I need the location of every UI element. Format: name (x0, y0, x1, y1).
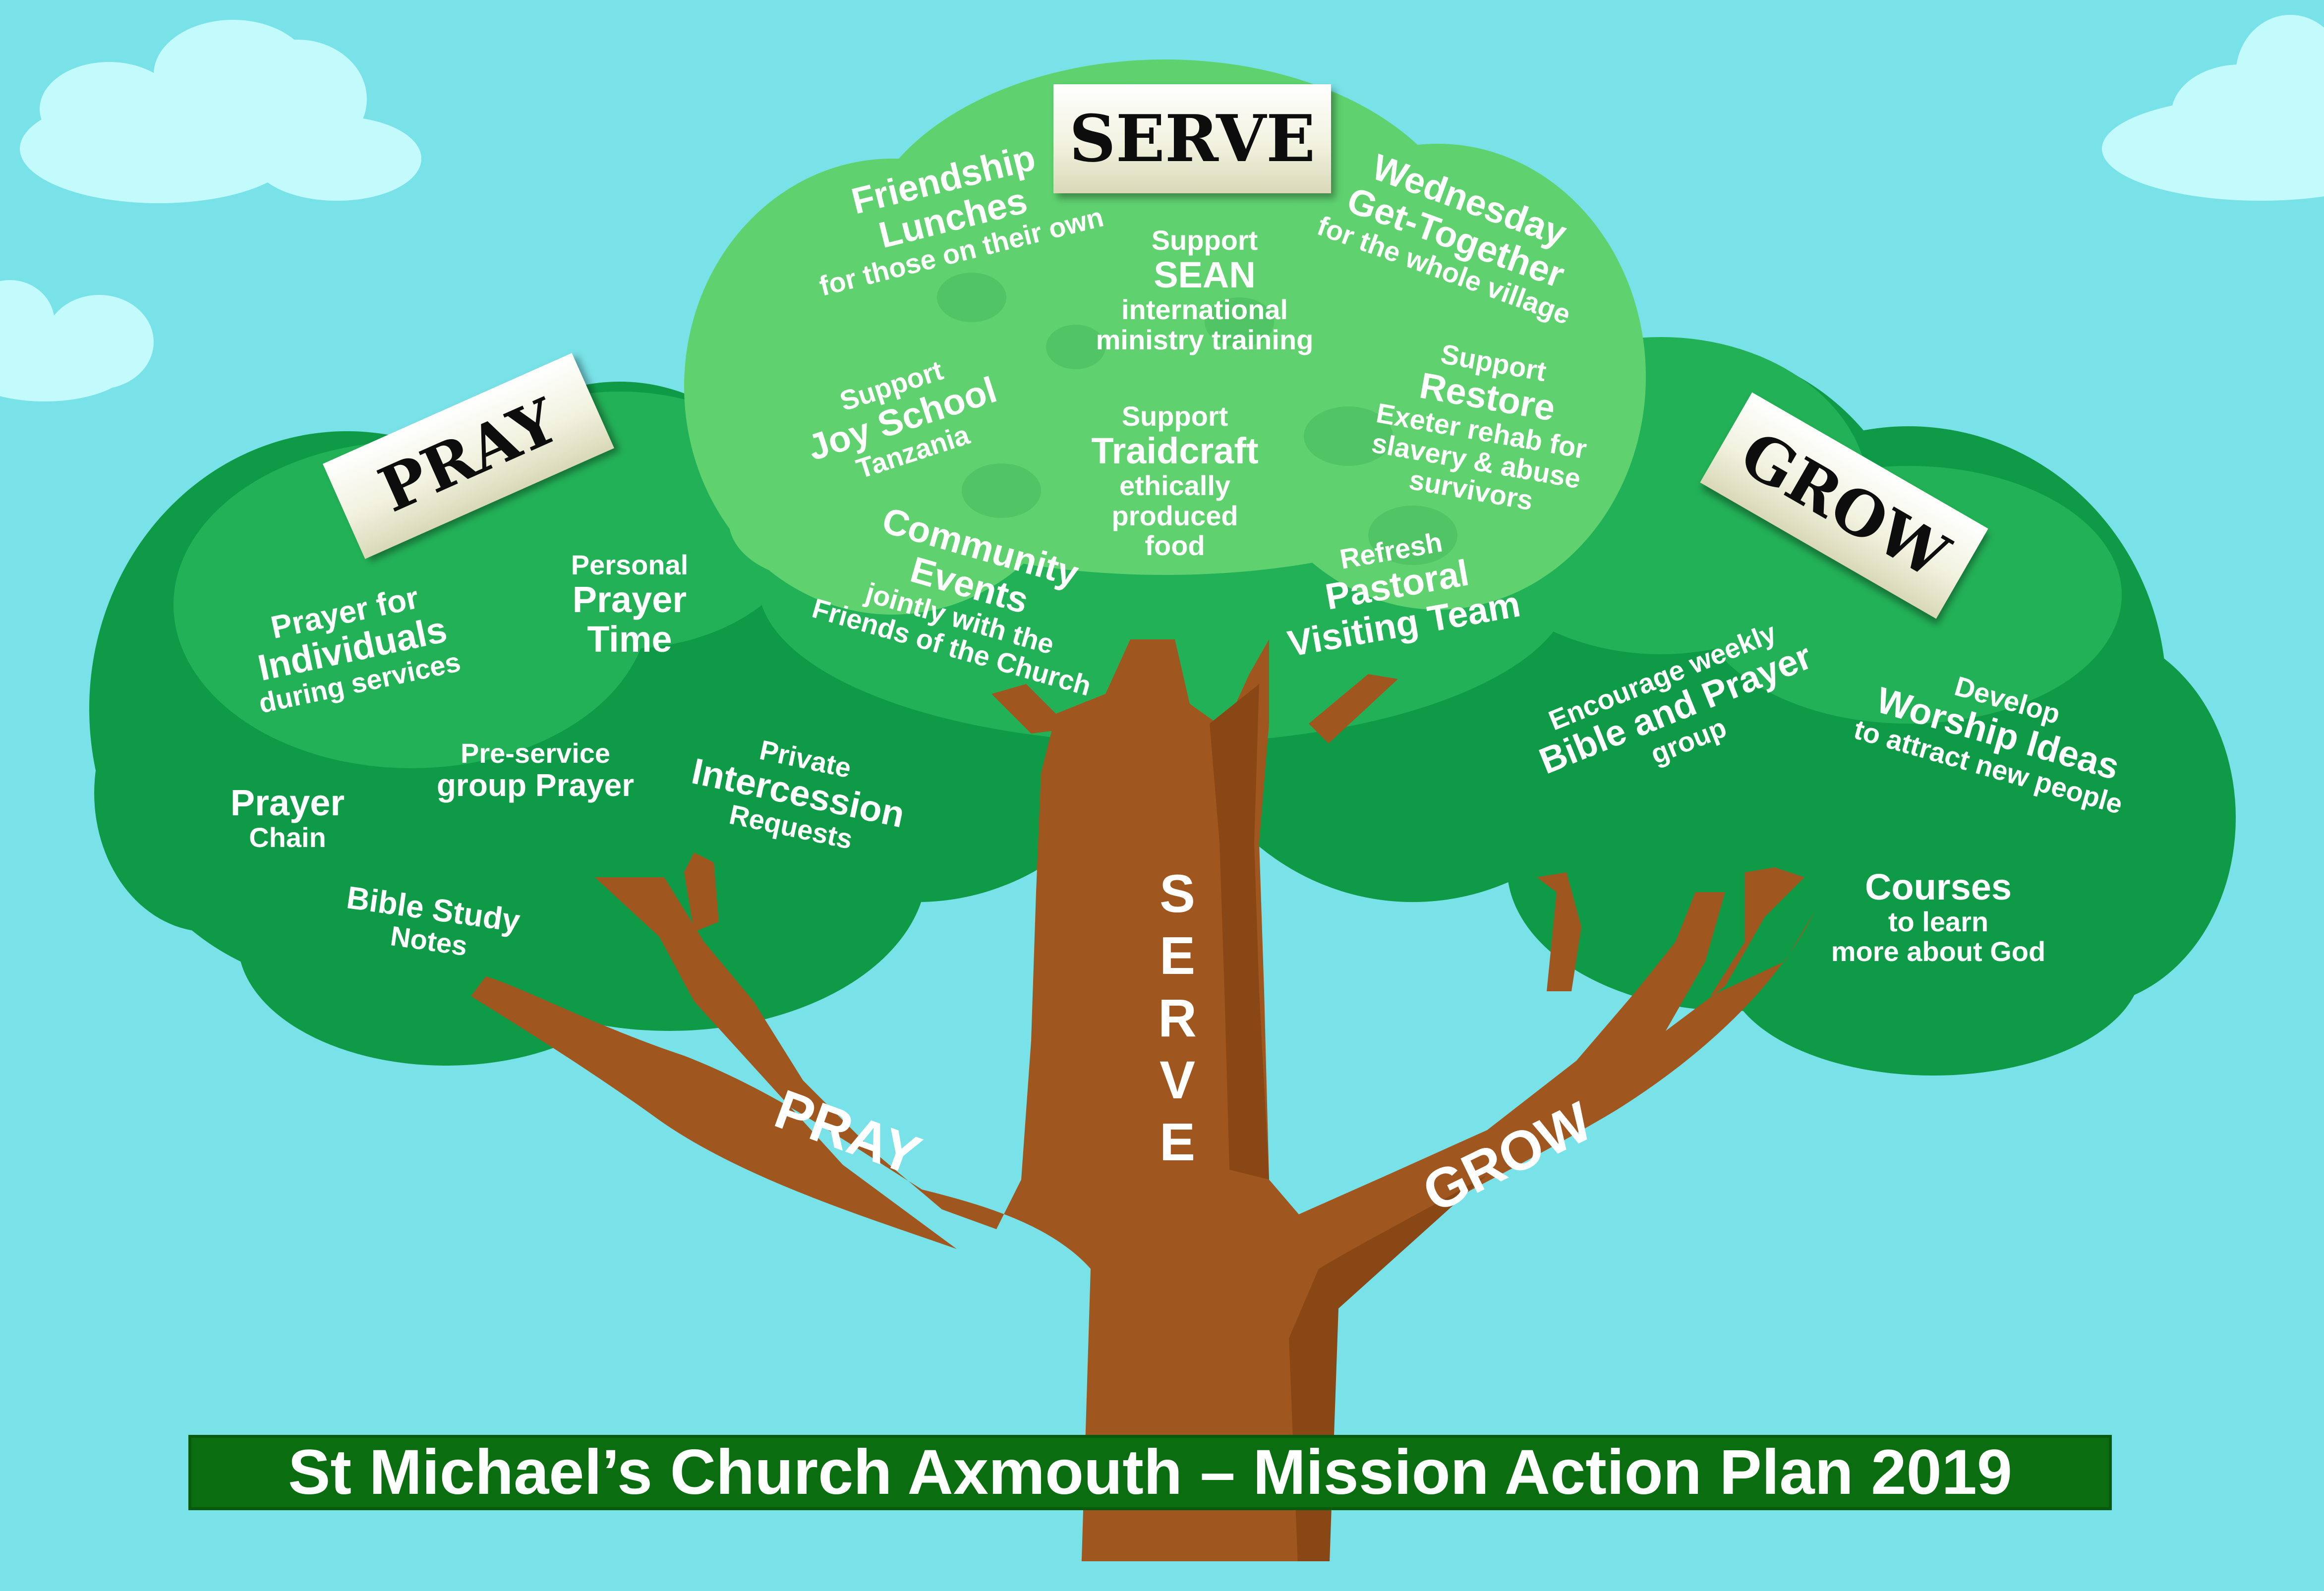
courses-label: Courses to learn more about God (1831, 866, 2046, 967)
ground (0, 1561, 2324, 1591)
prayer-chain-label: Prayer Chain (230, 782, 345, 853)
cloud-mid-left (0, 280, 154, 401)
personal-prayer-label: Personal Prayer Time (571, 549, 689, 660)
page-title: St Michael’s Church Axmouth – Mission Ac… (288, 1437, 2013, 1508)
serve-plaque: SERVE (1053, 84, 1331, 193)
serve-trunk-label: S E R V E (1158, 863, 1197, 1172)
cloud-top-right (2102, 15, 2324, 201)
serve-plaque-text: SERVE (1069, 101, 1316, 176)
traidcraft-label: Support Traidcraft ethically produced fo… (1091, 400, 1259, 562)
sean-label: Support SEAN international ministry trai… (1096, 225, 1314, 355)
tree-trunk (471, 639, 1814, 1591)
preservice-prayer-label: Pre-service group Prayer (436, 738, 635, 803)
title-banner: St Michael’s Church Axmouth – Mission Ac… (188, 1435, 2112, 1510)
canopy-texture (937, 273, 1457, 565)
cloud-top-left (20, 20, 421, 203)
